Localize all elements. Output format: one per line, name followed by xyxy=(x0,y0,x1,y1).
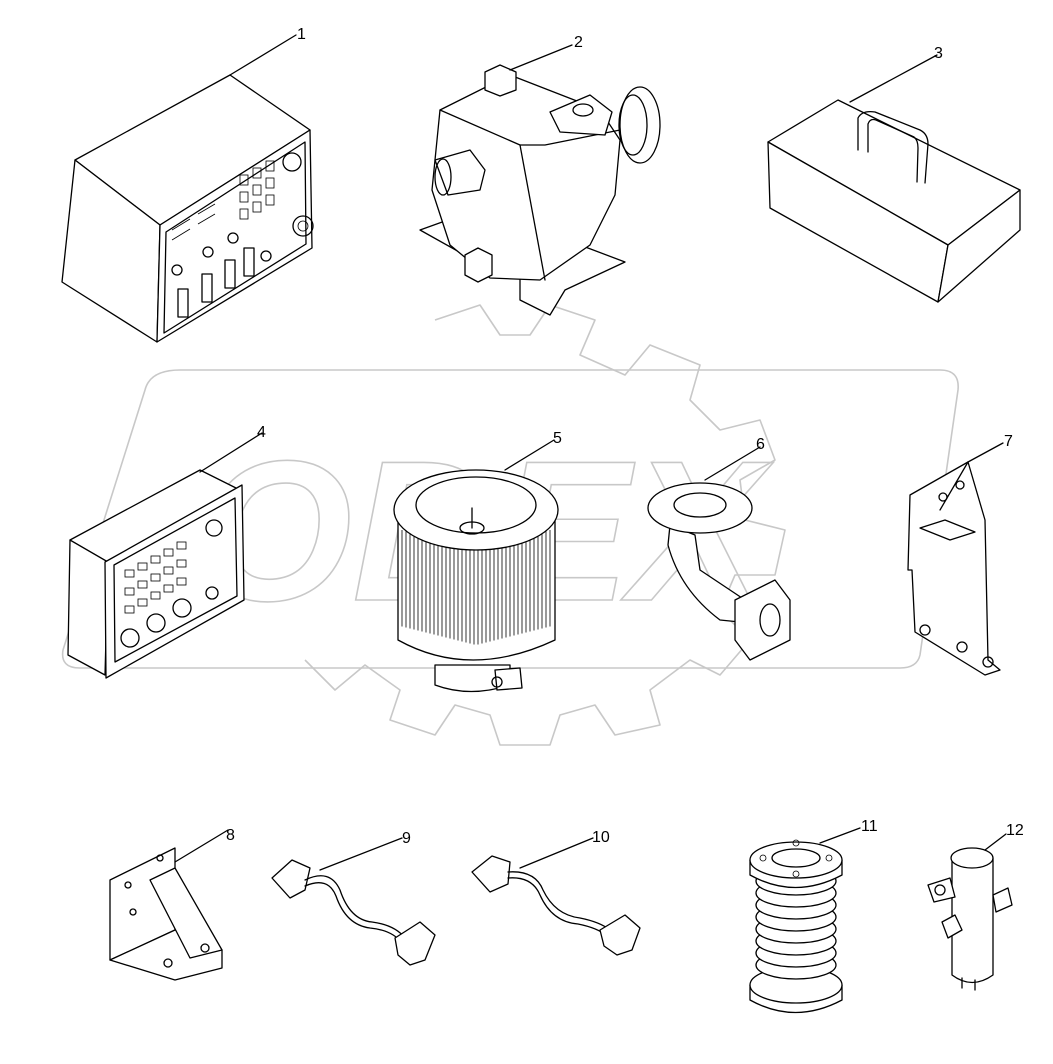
part-6-elbow-pipe: 6 xyxy=(647,436,791,661)
part-10-wire-harness-b: 10 xyxy=(471,829,641,956)
callout-12: 12 xyxy=(1006,822,1024,839)
callout-4: 4 xyxy=(257,424,266,441)
part-2-pump: 2 xyxy=(419,34,661,316)
part-8-angle-bracket: 8 xyxy=(109,827,235,981)
part-11-bellows-compensator: 11 xyxy=(749,818,878,1014)
callout-3: 3 xyxy=(934,45,943,62)
callout-9: 9 xyxy=(402,830,411,847)
part-4-instrument-panel: 4 xyxy=(67,424,266,679)
callout-10: 10 xyxy=(592,829,610,846)
part-9-wire-harness-a: 9 xyxy=(271,830,436,966)
callout-2: 2 xyxy=(574,34,583,51)
callout-11: 11 xyxy=(861,818,878,835)
part-3-toolbox: 3 xyxy=(767,45,1021,303)
part-12-cylinder-valve: 12 xyxy=(927,822,1024,991)
callout-1: 1 xyxy=(297,26,306,43)
part-1-control-panel-box: 1 xyxy=(61,26,314,343)
callout-7: 7 xyxy=(1004,433,1013,450)
part-7-mounting-bracket: 7 xyxy=(907,433,1013,676)
part-5-air-filter: 5 xyxy=(393,430,562,693)
callout-5: 5 xyxy=(553,430,562,447)
callout-8: 8 xyxy=(226,827,235,844)
callout-6: 6 xyxy=(756,436,765,453)
